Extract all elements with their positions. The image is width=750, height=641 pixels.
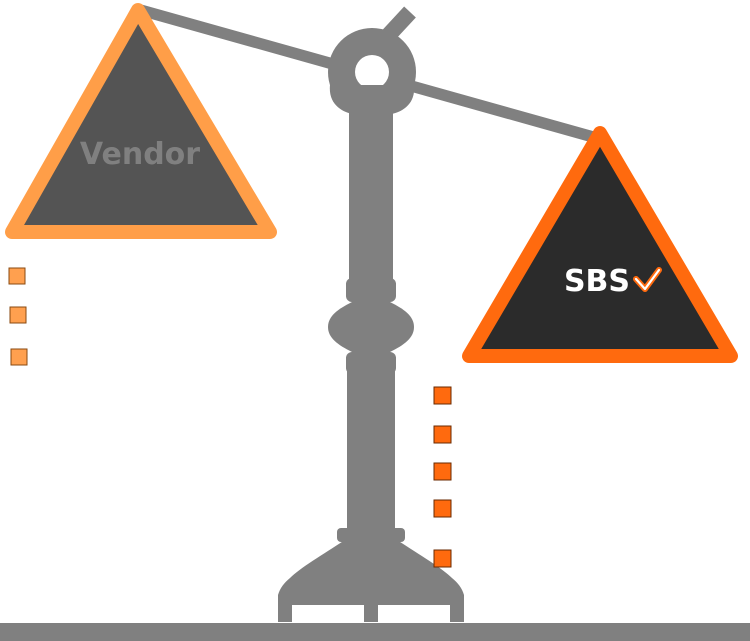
left-triangle [5,3,277,239]
left-bullet [9,306,27,324]
right-bullet [433,462,452,481]
right-bullet [433,549,452,568]
left-pan: Vendor [5,3,277,239]
scale-column-lower [347,370,395,532]
scale-collar-upper [346,278,396,302]
left-bullet [8,267,26,285]
right-bullet [433,386,452,405]
scale-pivot-hole [355,55,389,89]
base-cutout-right [378,605,450,623]
checkmark-icon-inner [634,268,661,291]
left-bullets [8,267,28,366]
scale-base [278,540,464,622]
scale-body [0,4,750,641]
right-bullet [433,425,452,444]
right-label: SBS [564,264,630,299]
scale-collar-lower [346,352,396,374]
ground-bar [0,623,750,641]
scale-base-ring [337,528,405,542]
right-triangle [462,126,738,363]
scale-column-upper [349,106,393,286]
left-bullet [10,348,28,366]
right-pan: SBS [462,126,738,363]
left-label: Vendor [80,137,200,172]
right-bullet [433,499,452,518]
right-bullets [433,386,452,568]
scale-base-cutouts [292,605,450,623]
scale-knob [328,302,414,352]
base-cutout-left [292,605,364,623]
